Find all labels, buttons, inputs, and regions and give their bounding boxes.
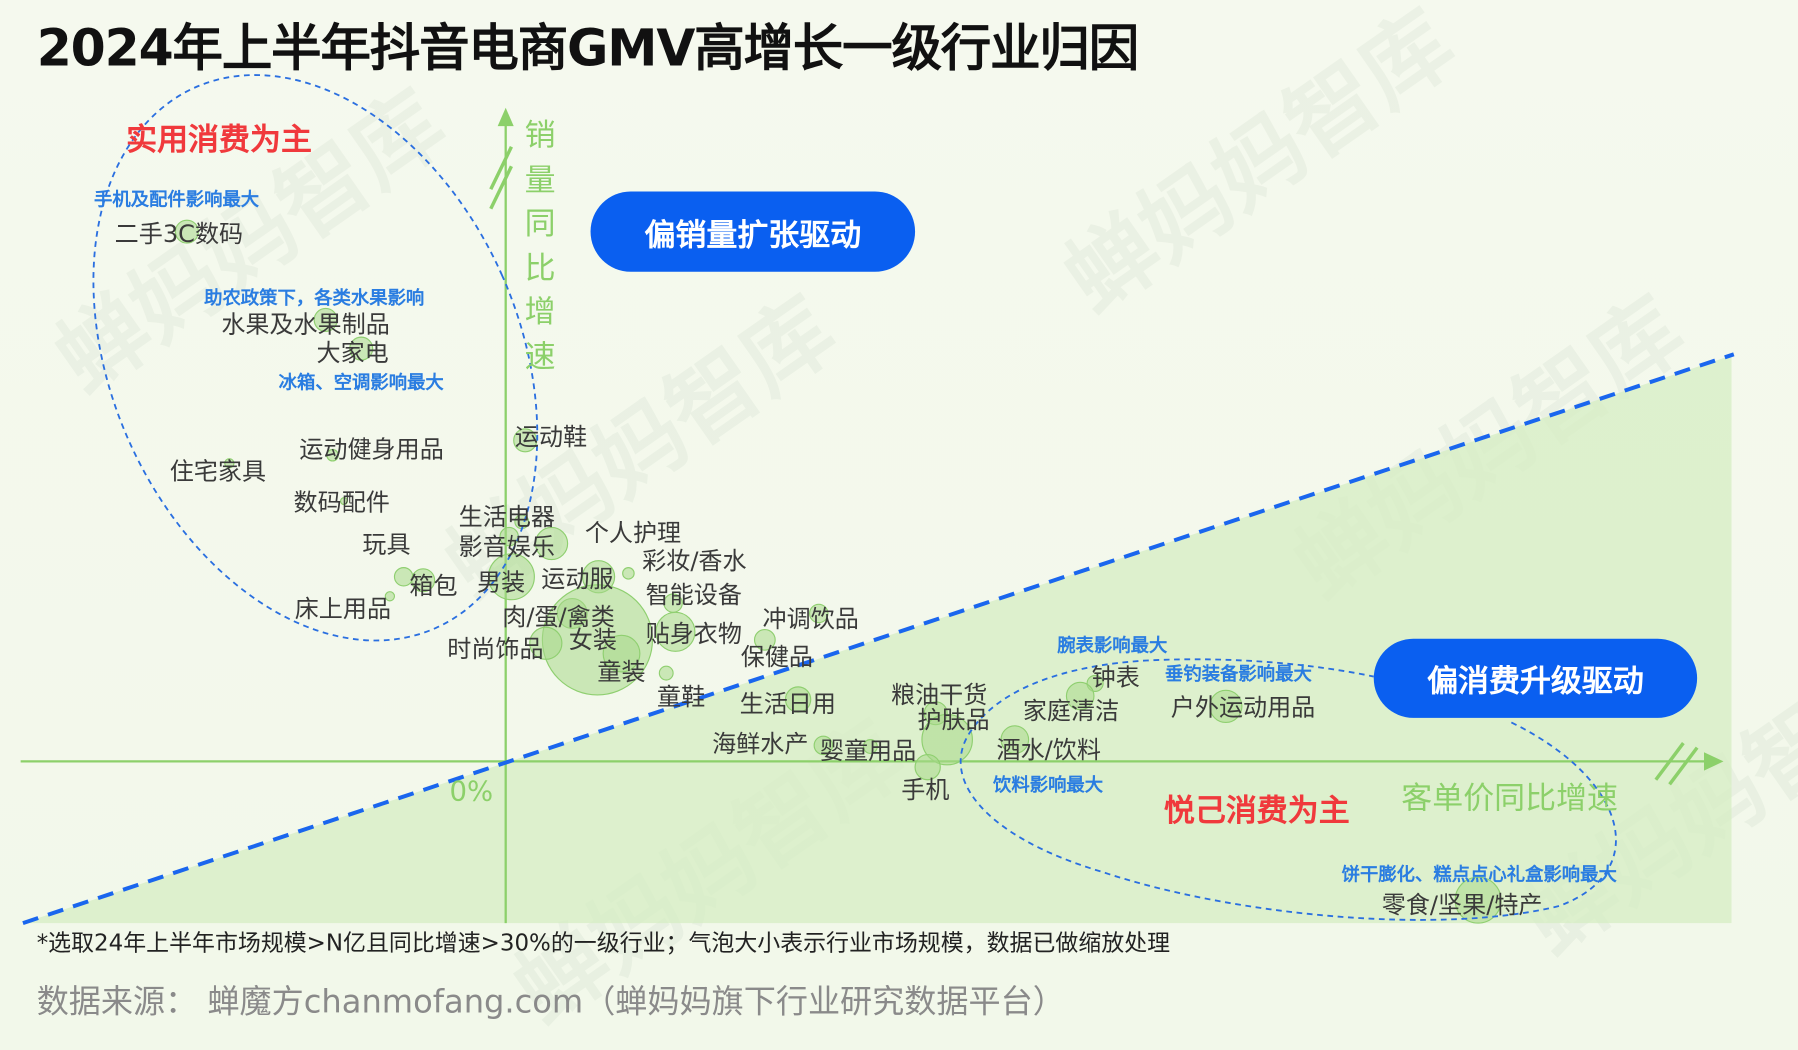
bubble-label: 住宅家具 [169, 457, 267, 486]
x-axis-arrow [1703, 752, 1724, 771]
x-axis-break [1668, 746, 1699, 786]
annotation: 腕表影响最大 [1057, 634, 1168, 656]
bubble-label: 贴身衣物 [645, 620, 742, 648]
bubble-label: 粮油干货 [890, 681, 988, 709]
x-axis-break [1654, 742, 1685, 781]
bubble-label: 钟表 [1091, 663, 1140, 692]
y-axis-label: 销量同比增速 [524, 118, 556, 375]
bubble-label: 女装 [568, 626, 617, 654]
bubble-25 [784, 686, 812, 713]
bubble-label: 家庭清洁 [1022, 697, 1120, 725]
bubble-label: 运动健身用品 [299, 435, 444, 464]
bubble-label: 海鲜水产 [712, 730, 809, 758]
bubble-24 [658, 665, 674, 681]
bubble-15 [622, 567, 635, 580]
bubble-23 [753, 628, 776, 651]
bubble-label: 零食/坚果/特产 [1381, 890, 1543, 919]
annotation: 垂钓装备影响最大 [1165, 662, 1312, 685]
bubble-label: 手机 [901, 776, 950, 804]
volume-driven-pill: 偏销量扩张驱动 [590, 191, 916, 272]
bubble-22 [808, 603, 829, 624]
bubble-label: 酒水/饮料 [996, 736, 1101, 764]
bubble-4 [326, 448, 339, 462]
pleasure-group-outline [959, 658, 1617, 921]
bubble-label: 护肤品 [917, 706, 990, 734]
bubble-label: 男装 [477, 568, 526, 597]
bubble-1 [313, 307, 338, 332]
bubble-label: 箱包 [409, 572, 458, 600]
bubble-label: 数码配件 [293, 488, 390, 517]
bubble-label: 二手3C数码 [114, 220, 244, 248]
upgrade-driven-pill: 偏消费升级驱动 [1373, 638, 1698, 718]
bubble-label: 运动服 [541, 565, 614, 593]
bubble-label: 影音娱乐 [458, 533, 556, 561]
bubble-0 [174, 219, 199, 244]
bubble-label: 个人护理 [584, 519, 682, 547]
footnote: *选取24年上半年市场规模>N亿且同比增速>30%的一级行业；气泡大小表示行业市… [36, 928, 1171, 957]
bubble-26 [813, 735, 834, 756]
bubble-label: 户外运动用品 [1170, 693, 1316, 722]
bubble-label: 生活日用 [739, 690, 836, 718]
bubble-label: 智能设备 [645, 581, 742, 609]
bubble-8 [411, 568, 436, 593]
bubble-20 [602, 634, 641, 673]
annotation: 饼干膨化、糕点点心礼盒影响最大 [1341, 863, 1617, 886]
bubble-21 [655, 611, 696, 652]
bubble-label: 童鞋 [657, 683, 706, 711]
diagonal-reference-line [22, 352, 1735, 925]
bubble-label: 冲调饮品 [762, 605, 859, 633]
bubble-6 [339, 497, 349, 506]
bubble-label: 时尚饰品 [447, 635, 544, 663]
bubble-27 [862, 739, 878, 754]
bubble-34 [1209, 689, 1243, 723]
bubble-33 [1065, 681, 1095, 711]
origin-label: 0% [449, 775, 494, 808]
x-axis-label: 客单价同比增速 [1401, 780, 1618, 817]
bubble-30 [914, 753, 941, 781]
practical-group-label: 实用消费为主 [126, 122, 312, 159]
annotation: 助农政策下，各类水果影响 [204, 286, 425, 309]
y-axis-break [489, 165, 513, 210]
pleasure-group-label: 悦己消费为主 [1163, 793, 1350, 830]
bubble-19 [529, 626, 563, 660]
bubble-label: 玩具 [362, 530, 411, 559]
chart-title: 2024年上半年抖音电商GMV高增长一级行业归因 [36, 19, 1139, 78]
bubble-29 [921, 713, 973, 766]
annotation: 冰箱、空调影响最大 [278, 371, 444, 394]
y-axis-break [489, 146, 513, 190]
bubble-label: 彩妆/香水 [642, 546, 747, 575]
bubble-label: 运动鞋 [514, 423, 588, 451]
bubble-31 [1000, 725, 1030, 754]
bubble-label: 肉/蛋/禽类 [502, 603, 615, 631]
bubble-12 [534, 526, 569, 561]
annotation: 手机及配件影响最大 [94, 188, 260, 210]
bubble-5 [224, 458, 235, 469]
bubble-2 [349, 336, 374, 361]
data-source: 数据来源： 蝉魔方chanmofang.com（蝉妈妈旗下行业研究数据平台） [36, 982, 1065, 1021]
bubble-label: 生活电器 [458, 503, 556, 531]
bubble-13 [487, 553, 535, 601]
bubble-label: 床上用品 [294, 595, 392, 623]
bubble-label: 大家电 [316, 339, 389, 367]
practical-group-outline [92, 74, 539, 642]
bubble-35 [1454, 876, 1502, 924]
annotation: 饮料影响最大 [993, 774, 1104, 796]
bubble-label: 婴童用品 [819, 737, 917, 765]
bubble-label: 水果及水果制品 [221, 310, 390, 339]
bubble-label: 童装 [597, 658, 646, 686]
bubble-label: 保健品 [740, 643, 814, 671]
y-axis-arrow [497, 107, 514, 127]
bubble-9 [384, 591, 396, 602]
